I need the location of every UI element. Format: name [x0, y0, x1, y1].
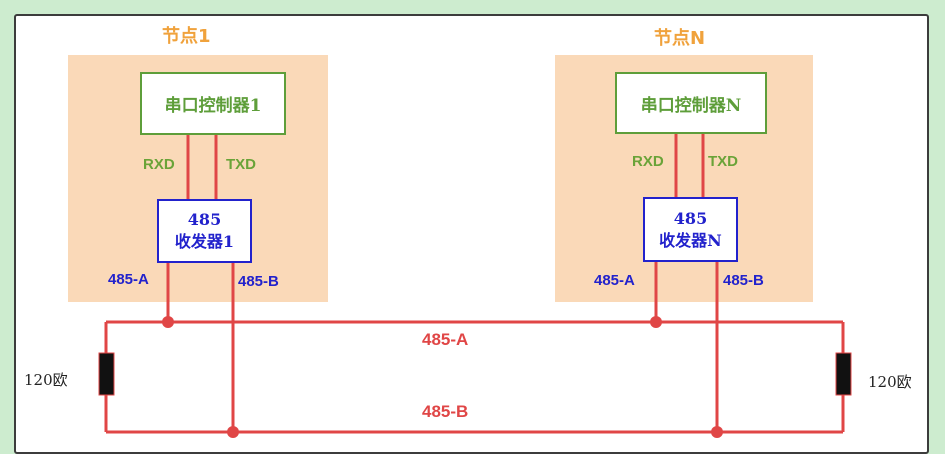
junction-nodeN-a	[650, 316, 662, 328]
nodeN-title: 节点N	[654, 28, 706, 49]
junction-node1-a	[162, 316, 174, 328]
bus-a-label: 485-A	[422, 330, 469, 349]
bus-b-label: 485-B	[422, 402, 469, 421]
nodeN-transceiver-name: 收发器N	[659, 230, 722, 250]
nodeN-rxd-label: RXD	[632, 153, 664, 170]
nodeN-transceiver-model: 485	[673, 208, 708, 228]
node1-rxd-label: RXD	[143, 156, 175, 173]
node1-txd-label: TXD	[226, 156, 256, 173]
right-resistor-label: 120欧	[868, 373, 912, 391]
junction-node1-b	[227, 426, 239, 438]
node1-pin-a-label: 485-A	[108, 271, 149, 288]
left-resistor	[98, 352, 115, 396]
nodeN-transceiver: 485 收发器N	[643, 197, 738, 262]
node1-transceiver: 485 收发器1	[157, 199, 252, 263]
right-resistor	[835, 352, 852, 396]
nodeN-pin-b-label: 485-B	[723, 272, 764, 289]
node1-pin-b-label: 485-B	[238, 273, 279, 290]
nodeN-pin-a-label: 485-A	[594, 272, 635, 289]
junction-nodeN-b	[711, 426, 723, 438]
node1-title: 节点1	[162, 26, 211, 47]
left-resistor-label: 120欧	[24, 371, 68, 389]
nodeN-controller: 串口控制器N	[615, 72, 767, 134]
node1-controller: 串口控制器1	[140, 72, 286, 135]
nodeN-txd-label: TXD	[708, 153, 738, 170]
node1-transceiver-model: 485	[187, 210, 222, 229]
node1-transceiver-name: 收发器1	[174, 232, 235, 251]
